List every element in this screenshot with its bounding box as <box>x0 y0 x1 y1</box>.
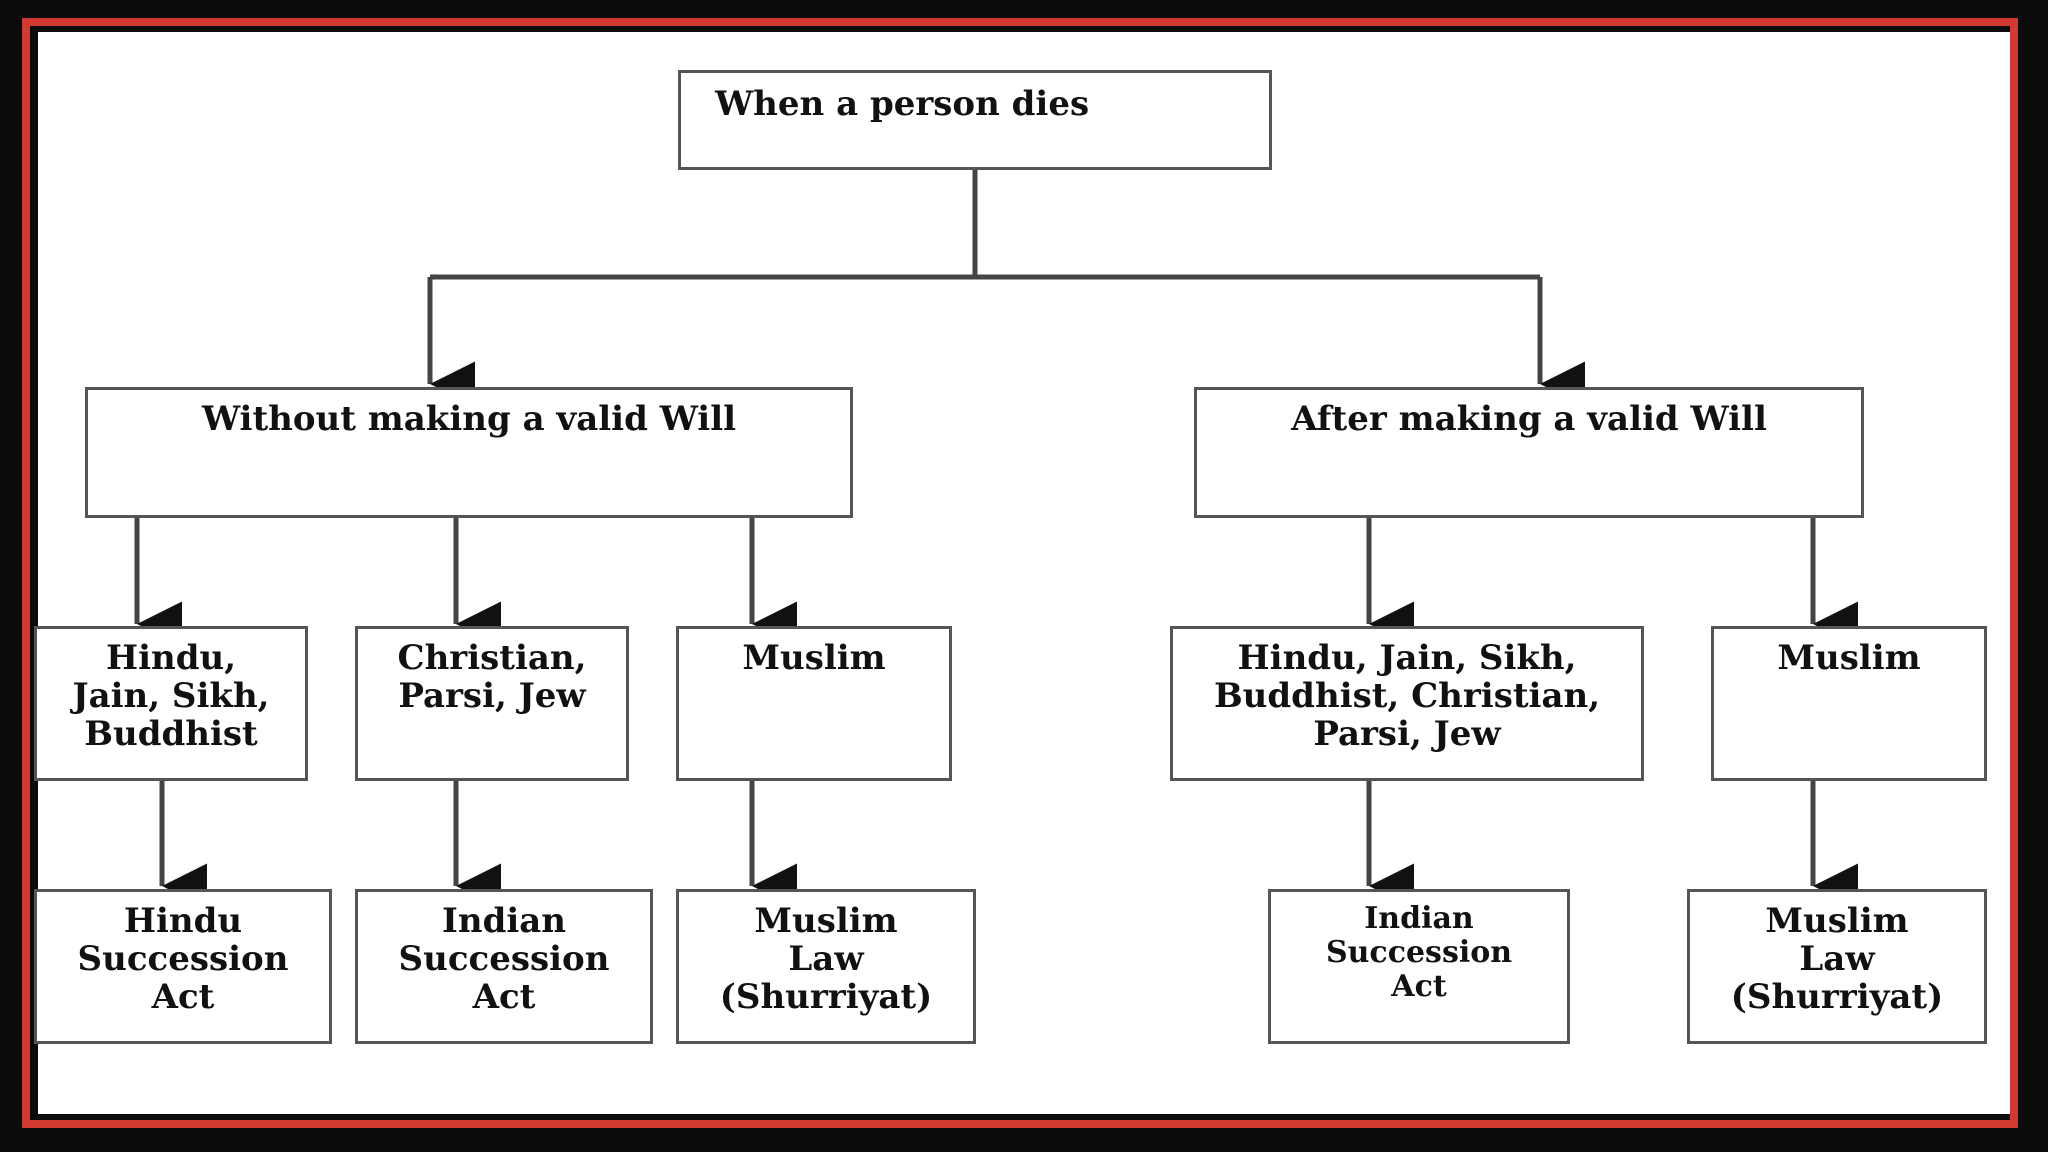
connector-layer <box>134 170 1858 909</box>
without-will-node: Without making a valid Will <box>85 387 853 518</box>
all-faiths-node: Hindu, Jain, Sikh, Buddhist, Christian, … <box>1170 626 1644 781</box>
muslim-law-right-node: Muslim Law (Shurriyat) <box>1687 889 1987 1044</box>
christian-parsi-jew-node: Christian, Parsi, Jew <box>355 626 629 781</box>
root-node: When a person dies <box>678 70 1272 170</box>
muslim-node-right: Muslim <box>1711 626 1987 781</box>
hindu-jain-sikh-buddhist-node: Hindu, Jain, Sikh, Buddhist <box>34 626 308 781</box>
after-will-node: After making a valid Will <box>1194 387 1864 518</box>
flowchart-canvas: When a person dies Without making a vali… <box>34 32 2010 1114</box>
hindu-succession-act-node: Hindu Succession Act <box>34 889 332 1044</box>
muslim-node-left: Muslim <box>676 626 952 781</box>
muslim-law-left-node: Muslim Law (Shurriyat) <box>676 889 976 1044</box>
indian-succession-act-left-node: Indian Succession Act <box>355 889 653 1044</box>
indian-succession-act-right-node: Indian Succession Act <box>1268 889 1570 1044</box>
